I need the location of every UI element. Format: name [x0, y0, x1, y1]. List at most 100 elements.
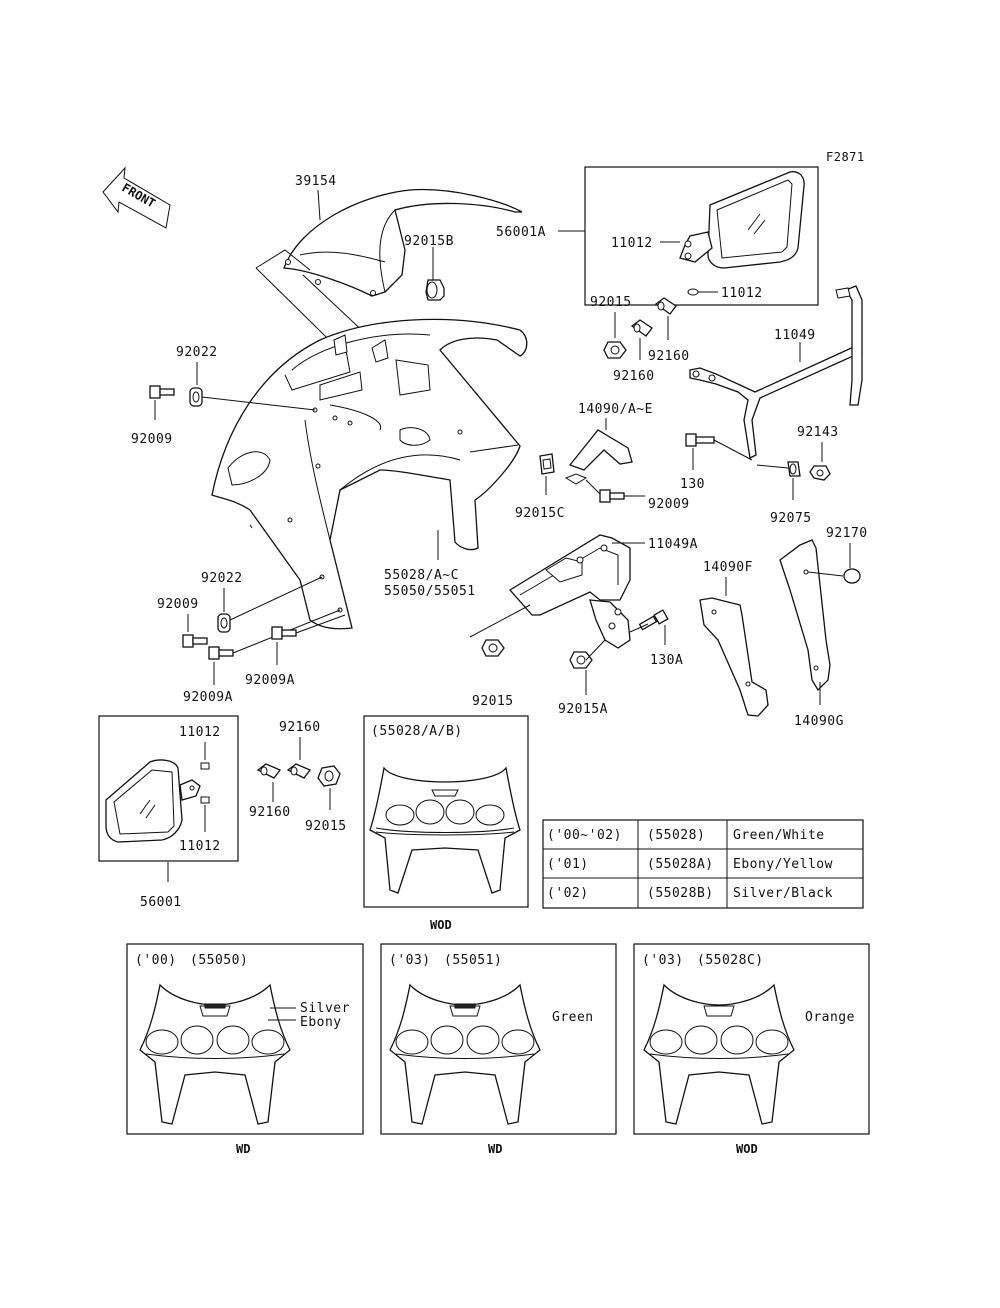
label-92009a-left: 92009A [183, 690, 233, 705]
variant-3-caption: WOD [736, 1142, 758, 1156]
label-130a: 130A [650, 653, 683, 668]
box-55028-caption: WOD [430, 918, 452, 932]
bolt-92009-low [182, 634, 208, 648]
upper-cowl [211, 318, 528, 630]
variant-3-year: ('03) [642, 953, 684, 968]
nut-92015a [569, 651, 593, 669]
table-row-1-year: ('00~'02) [547, 828, 622, 843]
bracket-14090 [564, 429, 633, 485]
label-92170: 92170 [826, 526, 868, 541]
spacer-92160-a [286, 763, 312, 779]
label-92015-low: 92015 [472, 694, 514, 709]
clip-92015c [539, 453, 555, 475]
variant-box-55050 [126, 943, 364, 1135]
variant-box-55028c [633, 943, 870, 1135]
label-92160-b: 92160 [249, 805, 291, 820]
label-92022-top: 92022 [176, 345, 218, 360]
stay-11049 [689, 285, 863, 459]
label-92160-top2: 92160 [613, 369, 655, 384]
bolt-130a [638, 609, 669, 631]
label-92009-low: 92009 [157, 597, 199, 612]
color-table: ('00~'02) (55028) Green/White ('01) (550… [542, 819, 864, 909]
table-row-2-year: ('01) [547, 857, 589, 872]
bracket-14090f [699, 597, 769, 717]
variant-3-part: (55028C) [697, 953, 764, 968]
front-arrow-icon: FRONT [102, 166, 171, 229]
label-11012-c: 11012 [179, 725, 221, 740]
variant-2-year: ('03) [389, 953, 431, 968]
label-92160-a: 92160 [279, 720, 321, 735]
variant-2-caption: WD [488, 1142, 502, 1156]
table-row-1-color: Green/White [733, 828, 825, 843]
label-92009-mid: 92009 [648, 497, 690, 512]
label-92143: 92143 [797, 425, 839, 440]
spacer-92160-top1 [654, 297, 677, 315]
variant-1-caption: WD [236, 1142, 250, 1156]
bracket-11049a [509, 534, 631, 649]
label-92022-low: 92022 [201, 571, 243, 586]
damper-92075 [787, 461, 801, 477]
variant-1-color-2: Ebony [300, 1015, 342, 1030]
label-11012-b: 11012 [721, 286, 763, 301]
variant-1-color-1: Silver [300, 1001, 350, 1016]
label-11012-d: 11012 [179, 839, 221, 854]
bolt-92009-top [149, 385, 175, 399]
label-92075: 92075 [770, 511, 812, 526]
cap-11012-lower [200, 796, 210, 804]
windshield [283, 188, 523, 297]
box-55028-title: (55028/A/B) [371, 724, 463, 739]
variant-box-55051 [380, 943, 617, 1135]
grommet-92015b [425, 279, 445, 301]
cowl-front-55051 [389, 983, 541, 1125]
spacer-92160-top2 [630, 319, 653, 337]
label-92009a-right: 92009A [245, 673, 295, 688]
washer-92022-top [189, 387, 203, 407]
variant-1-part: (55050) [190, 953, 248, 968]
table-row-3-year: ('02) [547, 886, 589, 901]
bolt-92009a-left [208, 646, 234, 660]
label-92015-top: 92015 [590, 295, 632, 310]
cowl-front-55028c [643, 983, 795, 1125]
variant-2-color-1: Green [552, 1010, 594, 1025]
label-55050-55051: 55050/55051 [384, 584, 476, 599]
figure-code: F2871 [826, 150, 865, 164]
cowl-front-55028 [369, 766, 521, 894]
label-14090-a-e: 14090/A~E [578, 402, 653, 417]
variant-1-year: ('00) [135, 953, 177, 968]
label-39154: 39154 [295, 174, 337, 189]
label-11049: 11049 [774, 328, 816, 343]
variant-box-55028 [363, 715, 529, 908]
grommet-92015-box [317, 765, 341, 787]
label-92015a: 92015A [558, 702, 608, 717]
table-row-3-color: Silver/Black [733, 886, 833, 901]
label-92015b: 92015B [404, 234, 454, 249]
bolt-92009-mid [599, 489, 625, 503]
spacer-92160-b [256, 763, 282, 779]
label-11012-a: 11012 [611, 236, 653, 251]
table-row-2-part: (55028A) [647, 857, 714, 872]
variant-2-part: (55051) [444, 953, 502, 968]
nut-92015-low [481, 639, 505, 657]
bolt-130 [685, 433, 715, 447]
label-92009-top: 92009 [131, 432, 173, 447]
label-55028-a-c: 55028/A~C [384, 568, 459, 583]
nut-92015-top [603, 341, 627, 359]
front-arrow-label: FRONT [120, 180, 158, 210]
cap-92170 [843, 568, 861, 584]
label-14090g: 14090G [794, 714, 844, 729]
mirror-assembly-box-top [584, 166, 819, 306]
label-92015-box: 92015 [305, 819, 347, 834]
washer-92022-low [217, 613, 231, 633]
label-92015c: 92015C [515, 506, 565, 521]
cowl-front-55050 [139, 983, 291, 1125]
label-56001: 56001 [140, 895, 182, 910]
cap-11012 [687, 288, 699, 296]
label-130: 130 [680, 477, 705, 492]
variant-3-color-1: Orange [805, 1010, 855, 1025]
mirror-left [105, 759, 201, 843]
label-56001a: 56001A [496, 225, 546, 240]
bracket-14090g [779, 539, 831, 692]
label-92160-top1: 92160 [648, 349, 690, 364]
